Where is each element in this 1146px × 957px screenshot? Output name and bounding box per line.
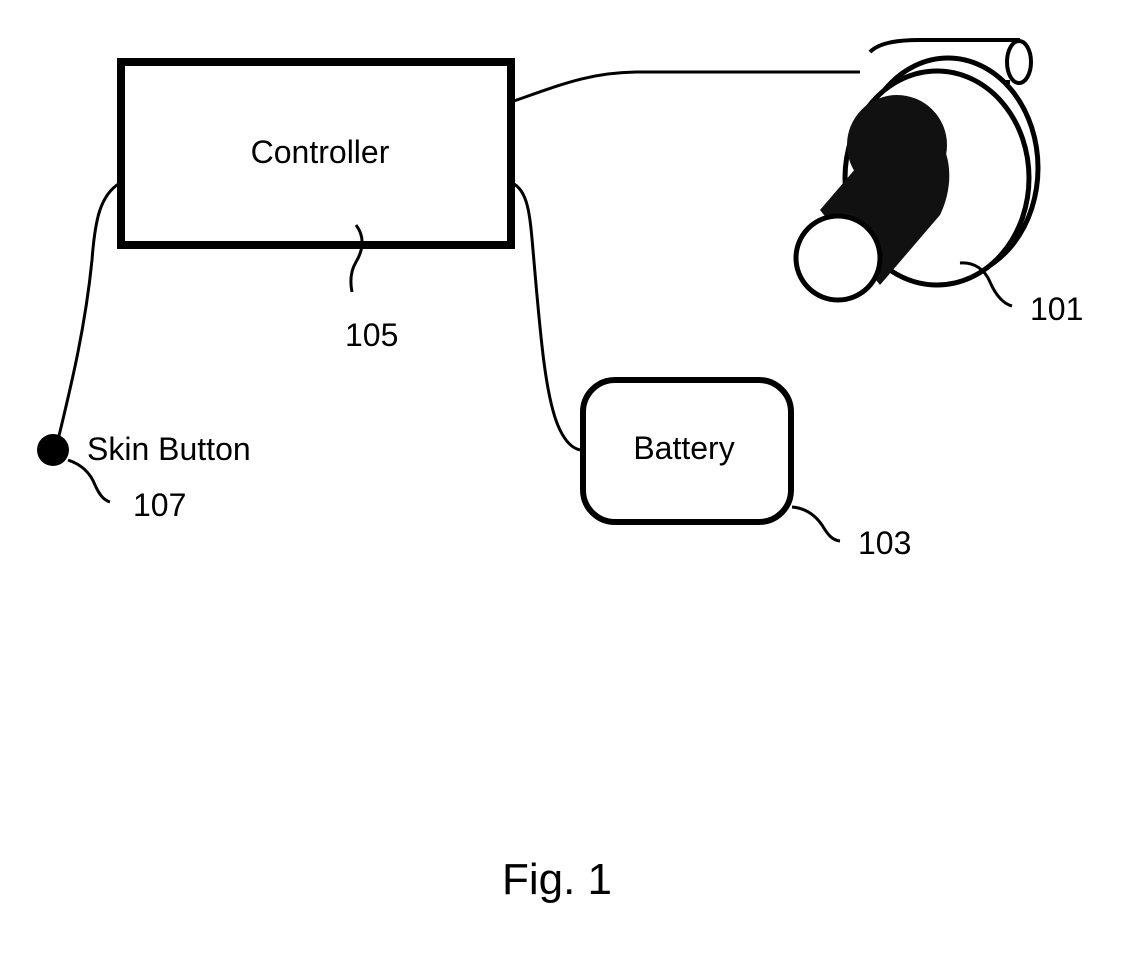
ref-105: 105: [345, 317, 398, 353]
battery-label: Battery: [633, 430, 734, 466]
skin-button-label: Skin Button: [87, 431, 251, 467]
wire-controller-to-skin-button: [58, 183, 120, 440]
wire-controller-to-battery: [512, 183, 580, 450]
skin-button-dot: [37, 434, 69, 466]
leader-103: [792, 507, 840, 541]
ref-101: 101: [1030, 291, 1083, 327]
figure-caption: Fig. 1: [502, 855, 612, 904]
ref-107: 107: [133, 487, 186, 523]
pump-icon: [796, 40, 1038, 300]
wire-controller-to-pump: [511, 72, 860, 102]
controller-label: Controller: [251, 134, 390, 170]
ref-103: 103: [858, 525, 911, 561]
